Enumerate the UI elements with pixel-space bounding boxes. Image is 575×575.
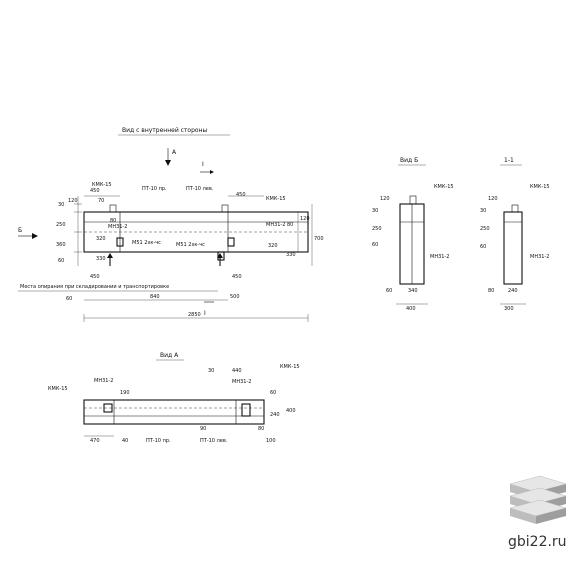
dim-120-right: 120 [300, 216, 310, 222]
section-outline [503, 211, 523, 285]
label-pt-right: ПТ-10 пр. [142, 186, 167, 192]
section-title: 1-1 [504, 157, 514, 164]
label-mn31-left: МН31-2 [108, 224, 127, 230]
label-kmk15-right: КМК-15 [266, 196, 286, 202]
view-a-dim-80: 80 [258, 426, 264, 432]
dim-250: 250 [56, 222, 66, 228]
section-marker-bottom: I [204, 301, 214, 317]
label-m51-left: М51 2хк-чс [132, 240, 161, 246]
inner-side-title: Вид с внутренней стороны [122, 127, 207, 134]
dim-320: 320 [268, 243, 278, 249]
view-a-dim-100: 100 [266, 438, 276, 444]
view-a-plate-left [103, 403, 113, 413]
support-note: Места опирания при складировании и транс… [20, 284, 169, 290]
view-b-dim-400: 400 [406, 306, 416, 312]
dim-700: 700 [314, 236, 324, 242]
dim-2850: 2850 [188, 312, 201, 318]
embedded-plate-left [116, 237, 124, 247]
section-dim-80: 80 [488, 288, 494, 294]
view-a-arrow: А [165, 148, 177, 166]
view-a-dim-190: 190 [120, 390, 130, 396]
label-kmk15-left: КМК-15 [92, 182, 112, 188]
view-b-mn31: МН31-2 [430, 254, 449, 260]
section-mn31: МН31-2 [530, 254, 549, 260]
section-marker-top: I [200, 161, 214, 174]
view-a-outline [83, 399, 265, 425]
view-a-mn31-right: МН31-2 [232, 379, 251, 385]
marker-a: А [172, 149, 177, 156]
dim-80-right: 80 [287, 222, 293, 228]
view-a-dim-240: 240 [270, 412, 280, 418]
view-b: Вид Б 120 30 250 60 КМК-15 МН31-2 60 340… [372, 157, 454, 312]
dim-60-left: 60 [58, 258, 64, 264]
view-b-dim-120: 120 [380, 196, 390, 202]
view-a-pt-left: ПТ-10 лев. [200, 438, 228, 444]
dim-840: 840 [150, 294, 160, 300]
lifting-loop-right [221, 204, 229, 213]
view-b-title: Вид Б [400, 157, 418, 164]
view-b-arrow: Б [18, 227, 38, 239]
support-marks [107, 253, 223, 266]
section-dim-30: 30 [480, 208, 486, 214]
embedded-plate-right [227, 237, 235, 247]
view-b-dim-340: 340 [408, 288, 418, 294]
dim-320-left: 320 [96, 236, 106, 242]
section-kmk15: КМК-15 [530, 184, 550, 190]
view-a-dim-470: 470 [90, 438, 100, 444]
view-a: Вид А КМК-15 МН31-2 190 30 440 КМК-15 МН… [48, 352, 300, 444]
marker-one-top: I [202, 161, 204, 168]
dim-120-left: 120 [68, 198, 78, 204]
dim-450-top-right: 450 [236, 192, 246, 198]
dim-330-left: 330 [96, 256, 106, 262]
section-dim-120: 120 [488, 196, 498, 202]
embedded-plate-mid [217, 251, 225, 261]
dim-450-bottom-right: 450 [232, 274, 242, 280]
marker-b: Б [18, 227, 22, 234]
view-a-dim-440: 440 [232, 368, 242, 374]
dim-360: 360 [56, 242, 66, 248]
view-a-dim-40: 40 [122, 438, 128, 444]
inner-side-view: Вид с внутренней стороны А I Б [18, 127, 324, 322]
view-a-kmk15-left: КМК-15 [48, 386, 68, 392]
view-a-kmk15-right: КМК-15 [280, 364, 300, 370]
view-b-dim-30: 30 [372, 208, 378, 214]
dim-80-left: 80 [110, 218, 116, 224]
section-1-1: 1-1 120 30 250 60 КМК-15 МН31-2 80 240 3… [480, 157, 550, 312]
dim-30: 30 [58, 202, 64, 208]
lifting-loop-left [109, 204, 117, 213]
dim-60-bottom: 60 [66, 296, 72, 302]
section-dim-240: 240 [508, 288, 518, 294]
label-m51-mid: М51 2хк-чс [176, 242, 205, 248]
label-mn31-right: МН31-2 [266, 222, 285, 228]
view-a-dim-60: 60 [270, 390, 276, 396]
view-a-pt-right: ПТ-10 пр. [146, 438, 171, 444]
view-a-dim-400: 400 [286, 408, 296, 414]
section-dim-300: 300 [504, 306, 514, 312]
dim-450-top-left: 450 [90, 188, 100, 194]
view-b-dim-250: 250 [372, 226, 382, 232]
view-a-title: Вид А [160, 352, 179, 359]
section-dim-250: 250 [480, 226, 490, 232]
section-dim-60: 60 [480, 244, 486, 250]
marker-one-bottom: I [204, 310, 206, 317]
dim-450-bottom-left: 450 [90, 274, 100, 280]
brand-logo [509, 475, 567, 524]
label-pt-left: ПТ-10 лев. [186, 186, 214, 192]
view-a-plate-right [241, 403, 251, 417]
view-a-dim-90: 90 [200, 426, 206, 432]
view-b-dim-60: 60 [372, 242, 378, 248]
site-name[interactable]: gbi22.ru [508, 534, 567, 550]
view-a-dim-30: 30 [208, 368, 214, 374]
dim-330: 330 [286, 252, 296, 258]
view-a-mn31-left: МН31-2 [94, 378, 113, 384]
dim-500: 500 [230, 294, 240, 300]
view-b-dim-60-bottom: 60 [386, 288, 392, 294]
view-b-kmk15: КМК-15 [434, 184, 454, 190]
dim-70: 70 [98, 198, 104, 204]
